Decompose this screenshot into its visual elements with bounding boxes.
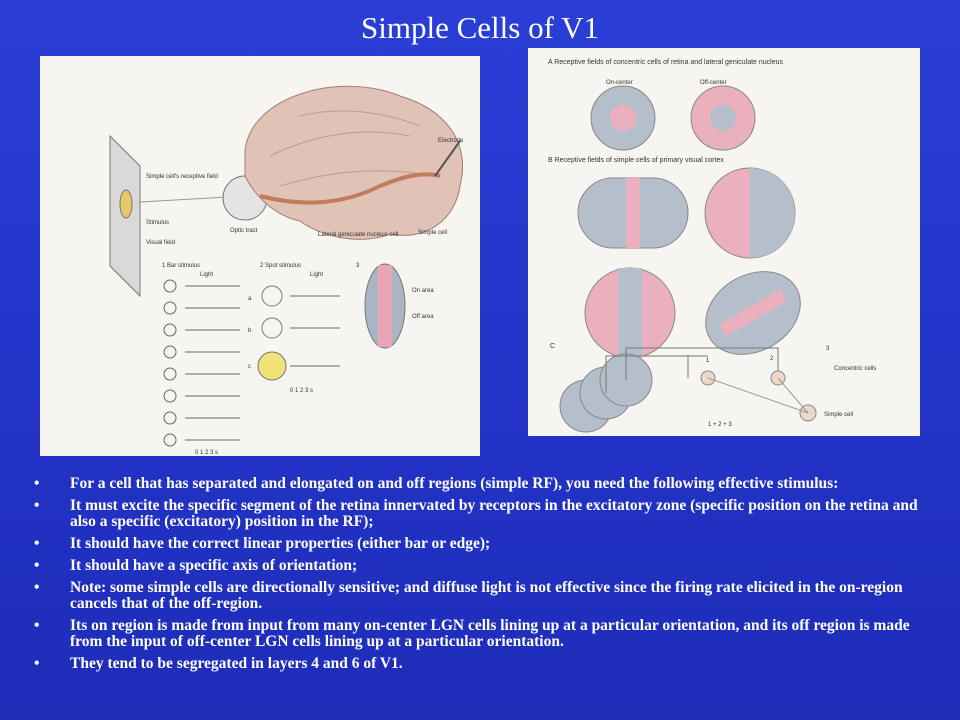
label-b: b: [248, 328, 252, 334]
simple-cell-recording-figure: Simple cell's receptive field Stimulus V…: [40, 56, 480, 456]
label-time-axis-2: 0 1 2 3 s: [290, 388, 313, 394]
bullet-list: •For a cell that has separated and elong…: [34, 476, 924, 678]
wiring: [605, 347, 779, 393]
spot-c: [257, 351, 287, 381]
spot-b: [261, 317, 283, 339]
electrode: [434, 140, 461, 177]
receptive-field-diagram: A Receptive fields of concentric cells o…: [528, 48, 920, 436]
label-time-axis-1: 0 1 2 3 s: [195, 450, 218, 456]
label-visual-field: Visual field: [146, 240, 175, 246]
label-electrode: Electrode: [438, 138, 464, 144]
label-light-2: Light: [310, 272, 323, 278]
bullet-text: Note: some simple cells are directionall…: [70, 579, 903, 612]
label-n2: 2: [770, 356, 774, 362]
label-sum: 1 + 2 + 3: [708, 422, 732, 428]
label-panel-3: 3: [356, 263, 360, 269]
label-lgn: Lateral geniculate nucleus cell: [318, 232, 398, 238]
bullet-text: It should have the correct linear proper…: [70, 535, 491, 552]
bullet-item: •It must excite the specific segment of …: [34, 497, 918, 530]
label-simple-cell-r: Simple cell: [824, 412, 853, 418]
label-concentric: Concentric cells: [834, 366, 876, 372]
bullet-item: •Note: some simple cells are directional…: [34, 579, 903, 612]
bullet-text: Its on region is made from input from ma…: [70, 617, 910, 650]
label-section-c: C: [550, 343, 555, 350]
receptive-field-ellipse: [119, 189, 133, 219]
label-a: a: [248, 296, 252, 302]
bar-stimulus-rows: [163, 279, 240, 447]
label-on-center: On-center: [606, 80, 633, 86]
bullet-item: •They tend to be segregated in layers 4 …: [34, 655, 403, 672]
simple-field-4: [705, 271, 801, 355]
bullet-item: •It should have the correct linear prope…: [34, 535, 491, 552]
label-spot-stimulus: 2 Spot stimulus: [260, 263, 301, 269]
simple-field-2: [704, 167, 796, 259]
bullet-text: They tend to be segregated in layers 4 a…: [70, 655, 403, 672]
label-section-b: B Receptive fields of simple cells of pr…: [548, 157, 724, 164]
label-n3: 3: [826, 346, 830, 352]
simple-field-1: [577, 177, 689, 249]
label-bar-stimulus: 1 Bar stimulus: [162, 263, 200, 269]
label-c: c: [248, 364, 251, 370]
slide-title: Simple Cells of V1: [361, 10, 599, 45]
label-optic-tract: Optic tract: [230, 228, 258, 234]
label-simple-cell-rf: Simple cell's receptive field: [146, 174, 218, 180]
label-off-center: Off-center: [700, 80, 727, 86]
bullet-item: •For a cell that has separated and elong…: [34, 475, 839, 492]
label-section-a: A Receptive fields of concentric cells o…: [548, 59, 784, 66]
bullet-item: •Its on region is made from input from m…: [34, 617, 910, 650]
bullet-text: It must excite the specific segment of t…: [70, 497, 918, 530]
bullet-text: For a cell that has separated and elonga…: [70, 475, 839, 492]
label-n1: 1: [706, 358, 710, 364]
label-off-area: Off area: [412, 314, 434, 320]
spot-a: [261, 285, 283, 307]
bullet-text: It should have a specific axis of orient…: [70, 557, 358, 574]
bullet-item: •It should have a specific axis of orien…: [34, 557, 358, 574]
label-light-1: Light: [200, 272, 213, 278]
brain: [244, 85, 463, 240]
label-on-area: On area: [412, 288, 434, 294]
label-stimulus: Stimulus: [146, 220, 169, 226]
optic-pathway: [259, 172, 441, 205]
label-simple-cell: Simple cell: [418, 230, 447, 236]
simple-field-3: [584, 267, 676, 359]
